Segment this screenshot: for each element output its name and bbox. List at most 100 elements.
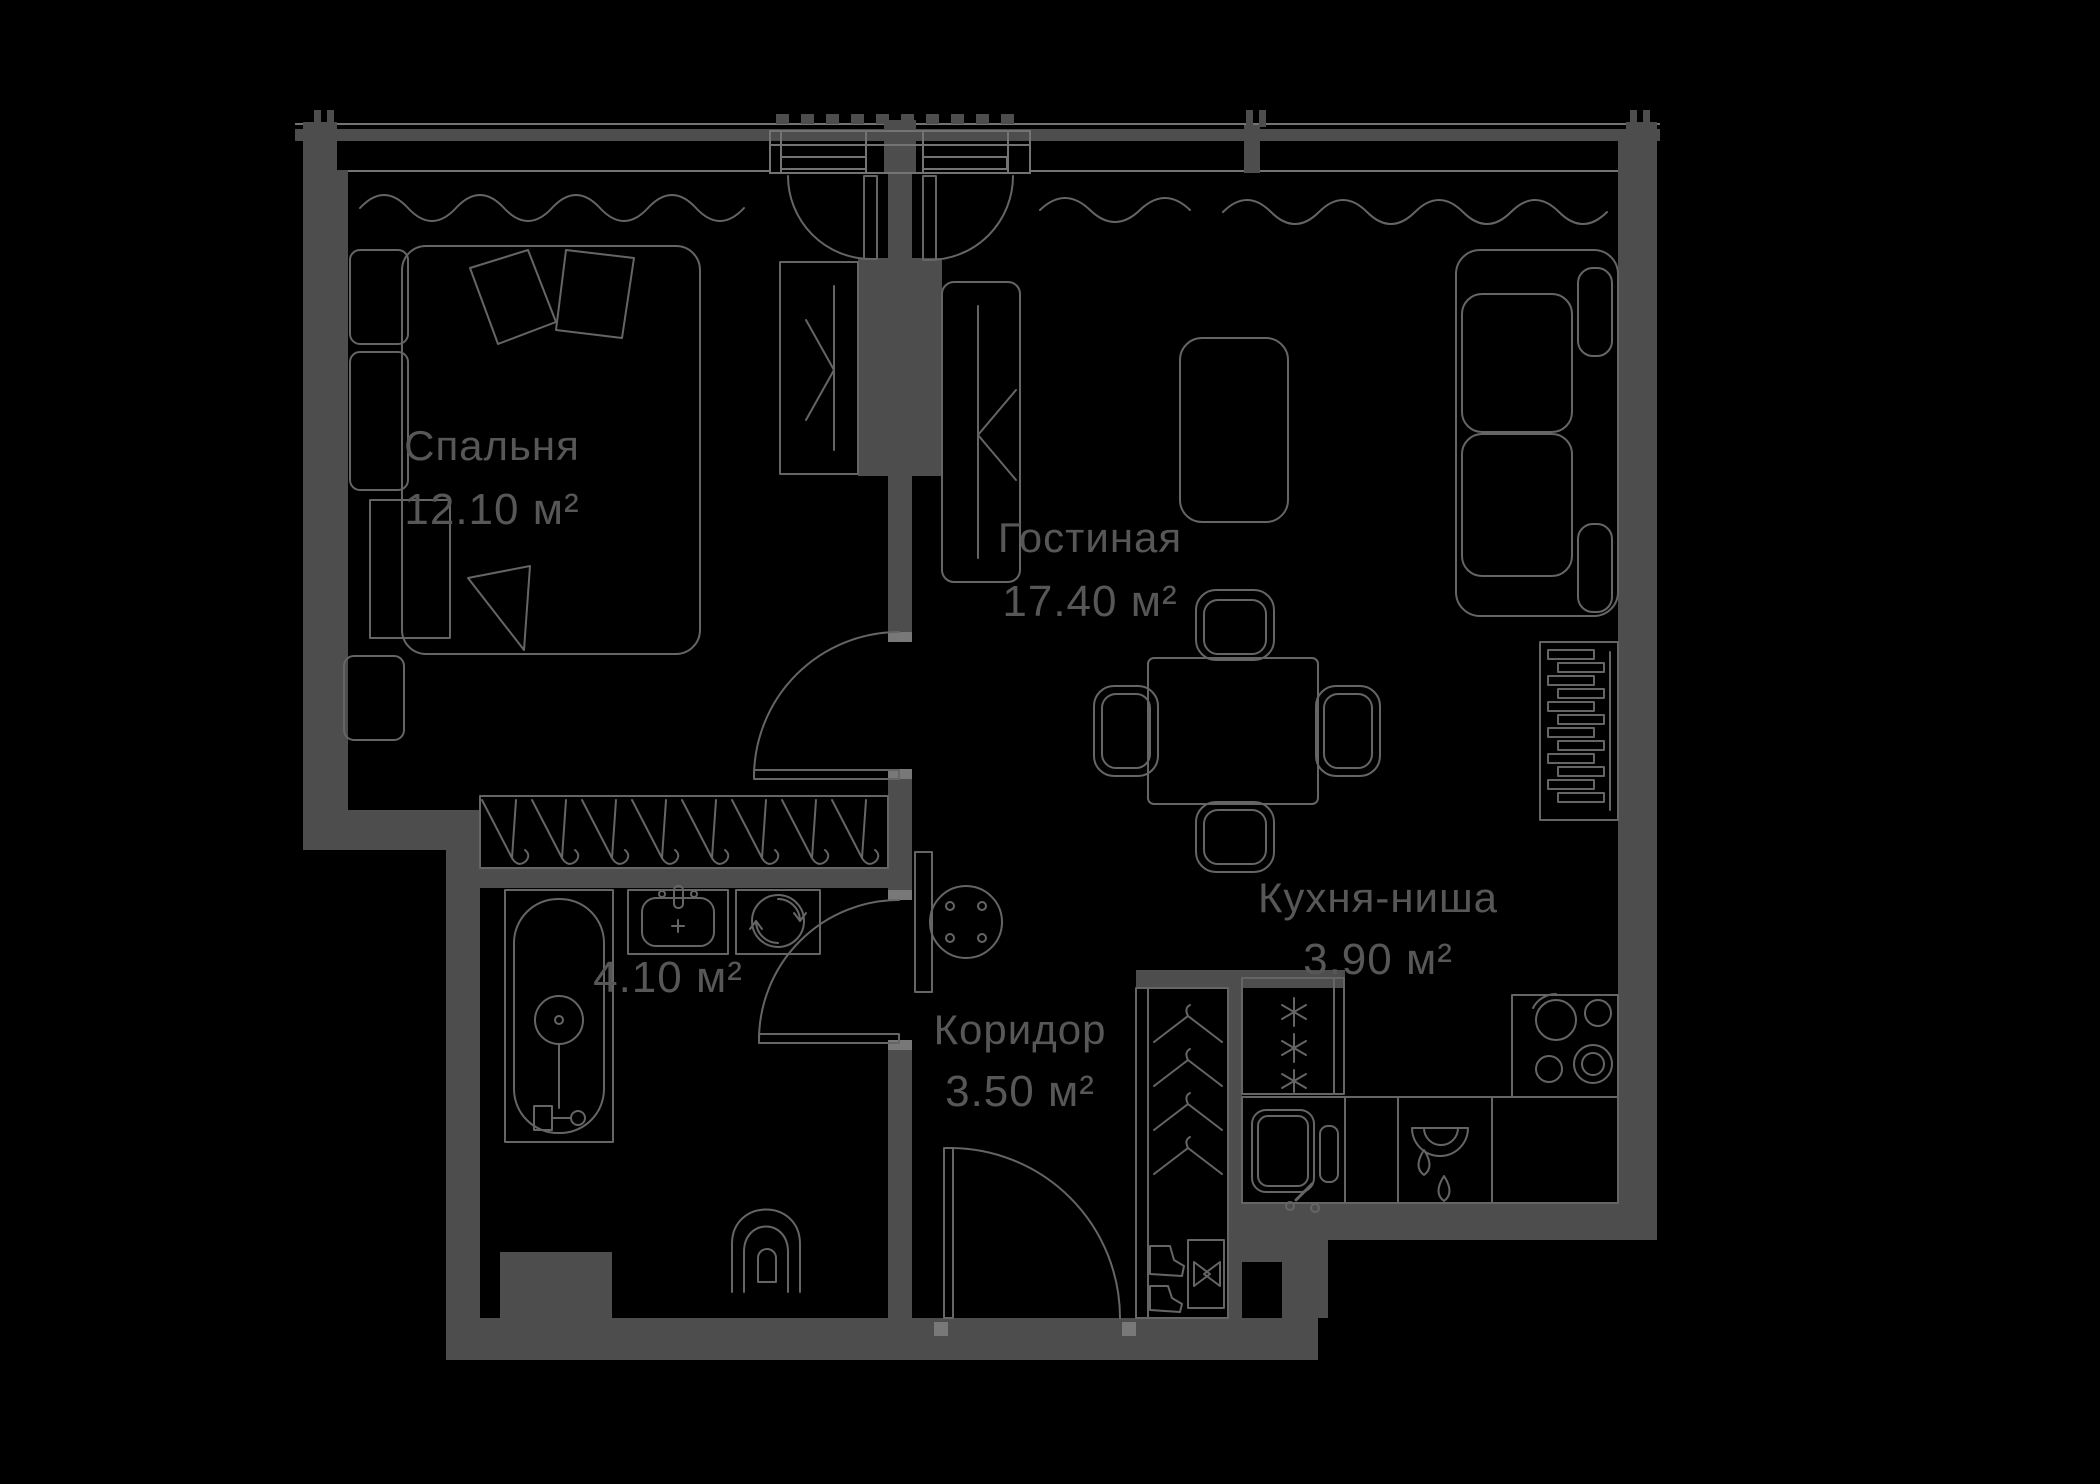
bath-wall-upper	[888, 779, 912, 900]
bedroom-furniture	[343, 245, 859, 741]
room-area-bedroom: 12.10 м²	[404, 485, 579, 534]
room-area-corridor: 3.50 м²	[945, 1067, 1095, 1116]
top-facade-wall	[295, 129, 1660, 141]
bathroom-sink-icon	[627, 885, 729, 955]
chair-icon	[1195, 589, 1275, 661]
door-arc	[787, 175, 872, 260]
bedroom-door	[753, 631, 900, 780]
hanger-icon	[481, 799, 880, 865]
coffee-table-icon	[1179, 337, 1289, 523]
bed-icon	[401, 245, 701, 655]
balcony-frame	[769, 130, 1031, 174]
left-wall-step	[303, 810, 480, 850]
kitchen-top-band	[1136, 970, 1345, 988]
right-wall	[1618, 141, 1657, 1240]
blanket-fold-icon	[467, 565, 531, 651]
room-label-kitchen: Кухня-ниша	[1258, 874, 1498, 921]
dining-table-icon	[1147, 657, 1319, 805]
snowflake-icon	[1281, 1069, 1307, 1093]
room-area-bathroom: 4.10 м²	[593, 953, 743, 1002]
curtain-icon	[1039, 197, 1191, 223]
bathroom-fixtures	[504, 885, 821, 1293]
hob-icon	[1511, 993, 1619, 1098]
corridor-furniture	[914, 851, 1229, 1319]
balcony-door-assembly	[769, 130, 1031, 261]
hanger-icon	[1153, 1136, 1223, 1175]
left-wall-upper	[303, 170, 348, 812]
sofa-icon	[1455, 249, 1619, 617]
pier-living-window	[1244, 125, 1260, 173]
door-leaf	[753, 769, 900, 780]
pier-top-left	[303, 122, 337, 172]
door-leaf	[943, 1147, 954, 1319]
curtains	[359, 194, 1608, 225]
washing-machine-icon	[735, 889, 821, 955]
door-arc	[758, 899, 900, 1041]
snowflake-icon	[1281, 1033, 1307, 1063]
door-leaf	[863, 175, 878, 260]
closet-outline	[479, 795, 889, 869]
door-arc	[753, 631, 900, 778]
kitchen-counter	[1241, 1096, 1619, 1204]
pillow-icon	[469, 249, 557, 345]
drop-icon	[1437, 1175, 1451, 1202]
chair-icon	[1195, 801, 1275, 873]
shoe-icon	[1149, 1285, 1183, 1313]
room-label-corridor: Коридор	[934, 1006, 1107, 1053]
shoe-box-icon	[1187, 1239, 1225, 1309]
door-leaf	[922, 175, 937, 261]
fridge-icon	[1241, 977, 1345, 1095]
radiator-icon	[1539, 641, 1619, 821]
closet-outline	[1135, 987, 1229, 1319]
hanger-icon	[1153, 1048, 1223, 1087]
hanger-icon	[1153, 1092, 1223, 1131]
bedside-chest-icon	[369, 499, 451, 639]
bath-wall-lower	[888, 1040, 912, 1318]
partition-lower	[888, 476, 912, 632]
bottom-wall	[446, 1318, 1318, 1360]
room-area-living: 17.40 м²	[1002, 577, 1177, 626]
plumbing-shaft	[500, 1252, 612, 1318]
kitchen-sink-icon	[1251, 1109, 1339, 1213]
entry-closet	[1135, 987, 1229, 1319]
round-table-icon	[929, 885, 1003, 959]
shoe-icon	[1149, 1245, 1185, 1277]
dishwasher-icon	[1411, 1127, 1469, 1202]
curtain-icon	[359, 194, 745, 222]
room-label-living: Гостиная	[998, 514, 1182, 561]
door-jambs	[888, 632, 1136, 1336]
room-labels: Спальня 12.10 м² Гостиная 17.40 м² Кухня…	[404, 422, 1498, 1116]
console-icon	[914, 851, 933, 993]
balcony-door-left	[787, 175, 878, 260]
kitchen-corner-notch	[1242, 1262, 1282, 1318]
chair-icon	[1093, 685, 1159, 777]
entry-door	[943, 1147, 1121, 1319]
walls	[295, 110, 1660, 1360]
bathtub-icon	[504, 889, 614, 1143]
door-leaf	[758, 1033, 900, 1044]
curtain-icon	[1222, 199, 1608, 225]
toilet-icon	[731, 1208, 801, 1293]
closet-kitchen-divider	[1228, 988, 1242, 1203]
snowflake-icon	[1281, 997, 1307, 1027]
room-label-bedroom: Спальня	[404, 422, 580, 469]
bathroom-top-wall	[480, 868, 888, 888]
balcony-center-pier	[884, 120, 916, 174]
partition-wardrobe-wall	[858, 258, 942, 476]
dresser-icon	[349, 351, 409, 491]
left-wall-lower	[446, 850, 480, 1360]
nightstand-icon	[349, 249, 409, 345]
wardrobe-icon	[941, 281, 1021, 583]
drop-icon	[1417, 1149, 1431, 1176]
partition-upper	[888, 172, 912, 258]
door-arc	[928, 175, 1014, 261]
living-furniture	[941, 249, 1619, 873]
hall-closet	[479, 795, 889, 869]
parapet-ticks	[314, 110, 1650, 127]
bathroom-door	[758, 899, 900, 1044]
chair-icon	[1315, 685, 1381, 777]
hanger-icon	[1153, 1004, 1223, 1043]
balcony-door-right	[922, 175, 1014, 261]
